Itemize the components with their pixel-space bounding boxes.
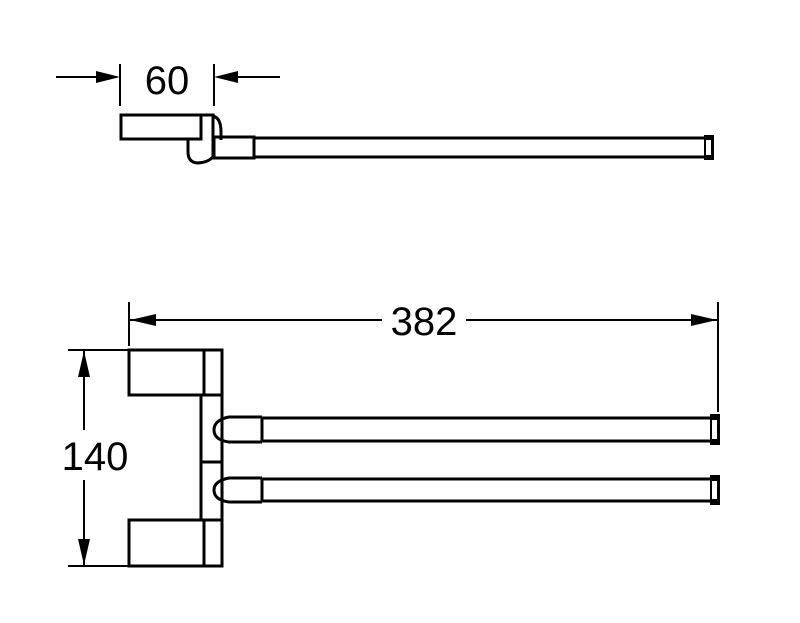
- upper-rail: [212, 414, 720, 445]
- lower-rail: [212, 475, 720, 505]
- dimension-label-height: 140: [62, 435, 129, 479]
- front-view: 382 140: [62, 300, 720, 568]
- top-view: 60: [56, 59, 714, 165]
- dimension-label-top-width: 60: [145, 59, 190, 103]
- dimension-height: 140: [62, 349, 129, 567]
- dimension-label-overall-length: 382: [391, 300, 458, 344]
- wall-plate: [127, 348, 224, 568]
- dimension-top-width: 60: [56, 59, 280, 106]
- dimension-overall-length: 382: [128, 300, 719, 412]
